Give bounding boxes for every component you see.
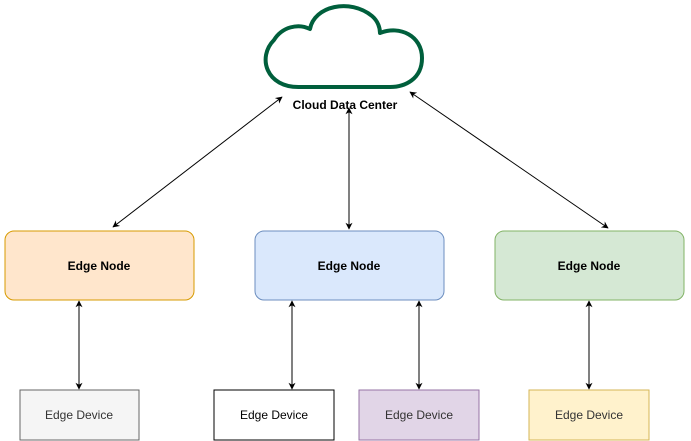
edge-device-label: Edge Device [240, 408, 308, 422]
edge-node-box [254, 230, 445, 301]
edge-device-label: Edge Device [555, 408, 623, 422]
edge-node-box [494, 230, 685, 301]
edge-device-box [358, 389, 480, 441]
edge-node-label: Edge Node [68, 259, 131, 273]
connector-cloud-to-node-3 [409, 91, 609, 229]
edge-node-box [4, 230, 195, 301]
cloud-label: Cloud Data Center [293, 98, 398, 112]
edge-device-4[interactable]: Edge Device [528, 389, 650, 441]
edge-node-1[interactable]: Edge Node [4, 230, 195, 301]
cloud-data-center[interactable]: Cloud Data Center [263, 4, 424, 112]
edge-node-2[interactable]: Edge Node [254, 230, 445, 301]
edge-device-label: Edge Device [385, 408, 453, 422]
edge-device-label: Edge Device [45, 408, 113, 422]
edge-device-box [19, 389, 140, 441]
edge-device-box [213, 389, 335, 441]
edge-node-label: Edge Node [558, 259, 621, 273]
edge-device-box [528, 389, 650, 441]
edge-device-2[interactable]: Edge Device [213, 389, 335, 441]
cloud-icon [263, 4, 424, 90]
connector-cloud-to-node-1 [112, 96, 283, 228]
edge-node-label: Edge Node [318, 259, 381, 273]
edge-device-3[interactable]: Edge Device [358, 389, 480, 441]
edge-device-1[interactable]: Edge Device [19, 389, 140, 441]
edge-node-3[interactable]: Edge Node [494, 230, 685, 301]
connectors [75, 91, 609, 390]
